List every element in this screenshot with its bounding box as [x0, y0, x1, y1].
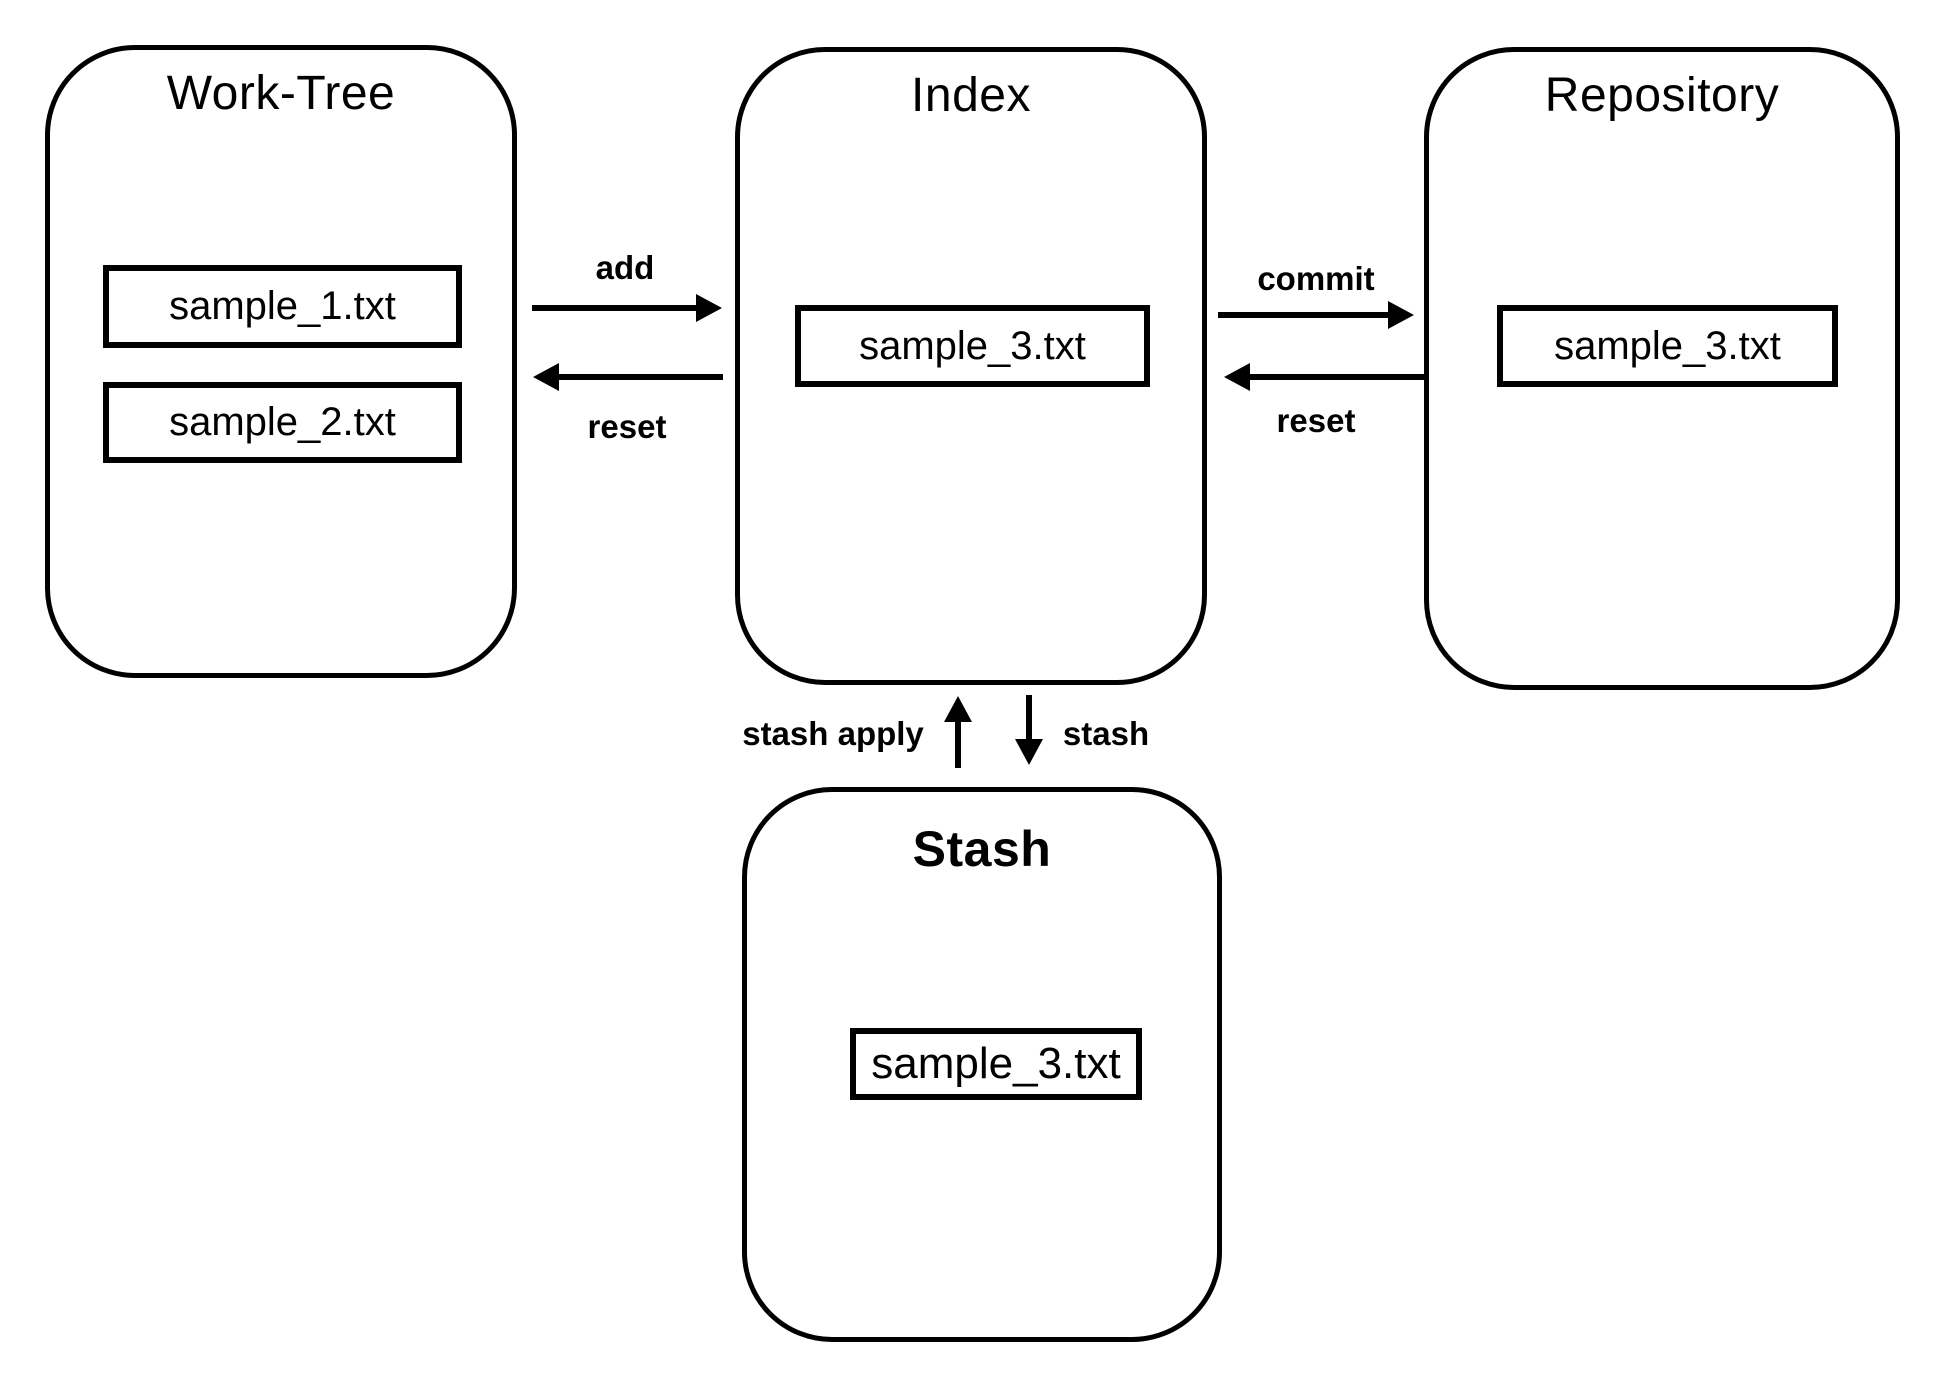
stash-apply-arrowhead-icon: [944, 696, 972, 722]
reset-left-arrow: [559, 374, 723, 380]
file-box-sample-3-index: sample_3.txt: [795, 305, 1150, 387]
stash-arrow-label: stash: [1062, 715, 1150, 752]
stash-arrow: [1026, 695, 1032, 739]
file-box-sample-1: sample_1.txt: [103, 265, 462, 348]
reset-left-arrow-label: reset: [587, 408, 667, 445]
file-box-sample-3-stash: sample_3.txt: [850, 1028, 1142, 1100]
file-label-sample-3-index: sample_3.txt: [859, 323, 1086, 368]
work-tree-title: Work-Tree: [166, 67, 396, 120]
reset-left-arrowhead-icon: [533, 363, 559, 391]
stash-arrowhead-icon: [1015, 739, 1043, 765]
index-title: Index: [911, 69, 1031, 122]
file-box-sample-3-repository: sample_3.txt: [1497, 305, 1838, 387]
file-box-sample-2: sample_2.txt: [103, 382, 462, 463]
reset-right-arrow: [1250, 374, 1424, 380]
index-box: Index sample_3.txt: [735, 47, 1207, 685]
commit-arrow: [1218, 312, 1388, 318]
stash-apply-arrow: [955, 720, 961, 768]
stash-title: Stash: [912, 821, 1052, 877]
commit-arrow-label: commit: [1257, 260, 1375, 297]
stash-box: Stash sample_3.txt: [742, 787, 1222, 1342]
file-label-sample-3-stash: sample_3.txt: [871, 1039, 1121, 1088]
repository-title: Repository: [1544, 69, 1780, 122]
file-label-sample-1: sample_1.txt: [169, 284, 396, 328]
reset-right-arrowhead-icon: [1224, 363, 1250, 391]
file-label-sample-2: sample_2.txt: [169, 400, 396, 444]
stash-apply-arrow-label: stash apply: [742, 715, 924, 752]
add-arrow: [532, 305, 698, 311]
add-arrowhead-icon: [696, 294, 722, 322]
add-arrow-label: add: [595, 249, 655, 286]
commit-arrowhead-icon: [1388, 301, 1414, 329]
work-tree-box: Work-Tree sample_1.txt sample_2.txt: [45, 45, 517, 678]
file-label-sample-3-repository: sample_3.txt: [1554, 323, 1781, 368]
repository-box: Repository sample_3.txt: [1424, 47, 1900, 690]
reset-right-arrow-label: reset: [1276, 402, 1356, 439]
